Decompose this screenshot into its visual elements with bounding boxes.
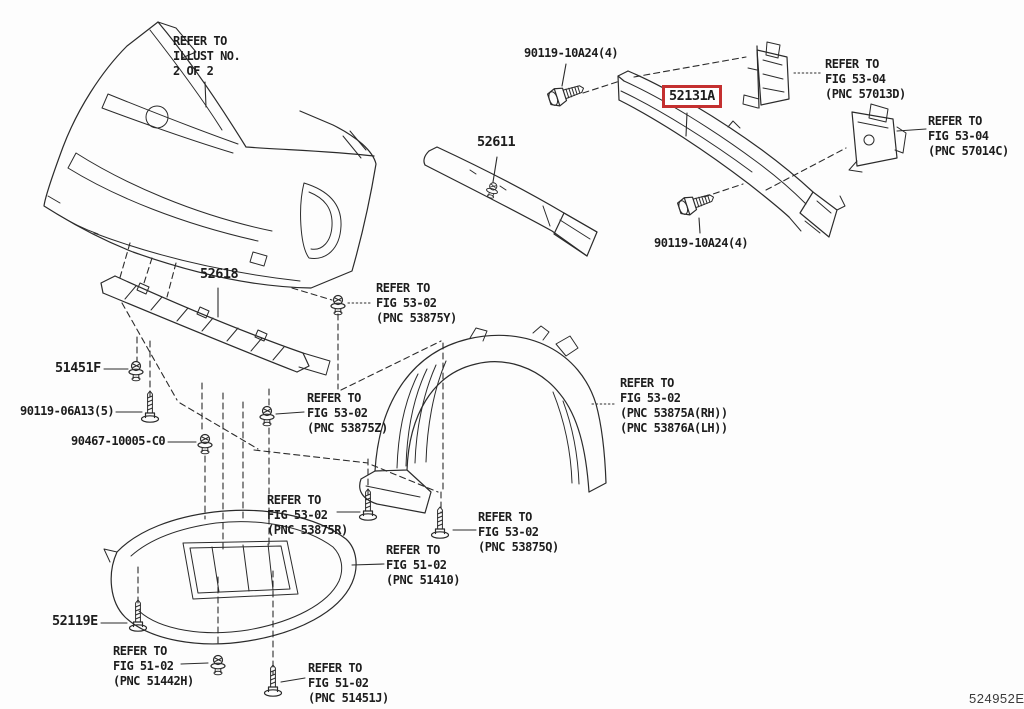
- clip-53875y-icon: [330, 294, 346, 316]
- fender-liner-drawing: [359, 325, 607, 514]
- label-52618[interactable]: 52618: [200, 266, 239, 282]
- label-90119-06a13[interactable]: 90119-06A13(5): [20, 404, 115, 418]
- bracket-57014c-drawing: [848, 103, 907, 173]
- screw-51451j-icon: [263, 664, 283, 697]
- bumper-energy-absorber-drawing: [423, 146, 598, 257]
- dashed-projection-lines: [118, 56, 847, 676]
- label-52131a[interactable]: 52131A: [662, 85, 722, 108]
- clip-51451f-icon: [128, 360, 144, 382]
- label-52119e[interactable]: 52119E: [52, 613, 98, 629]
- label-52611[interactable]: 52611: [477, 134, 516, 150]
- under-cover-52618-drawing: [100, 275, 331, 376]
- clip-53875z-icon: [259, 405, 275, 427]
- bolt-90119-10a24-top-icon: [546, 79, 588, 109]
- clip-90467-10005-icon: [197, 433, 213, 455]
- label-51451f[interactable]: 51451F: [55, 360, 101, 376]
- screw-53875q-icon: [430, 506, 450, 539]
- bolt-90119-10a24-bottom-icon: [676, 188, 718, 218]
- label-90119-10a24-top[interactable]: 90119-10A24(4): [524, 46, 619, 60]
- front-bumper-cover-drawing: [43, 21, 377, 289]
- label-90467-10005-c0[interactable]: 90467-10005-C0: [71, 434, 166, 448]
- clip-51442h-icon: [210, 654, 226, 676]
- label-90119-10a24-bottom[interactable]: 90119-10A24(4): [654, 236, 749, 250]
- leader-lines: [100, 63, 927, 683]
- engine-under-cover-drawing: [103, 509, 357, 645]
- figure-code: 524952E: [969, 691, 1024, 706]
- bumper-reinforcement-drawing: [617, 70, 846, 238]
- bracket-57013d-drawing: [742, 41, 790, 109]
